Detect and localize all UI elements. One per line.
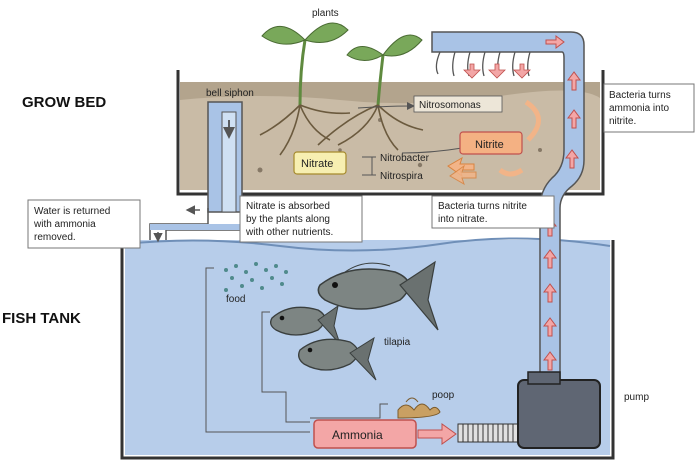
nitrate-label: Nitrate (301, 158, 333, 170)
tilapia-middle (270, 304, 341, 345)
nitrite-label: Nitrite (475, 139, 504, 151)
ammonia-box (313, 419, 417, 449)
tilapia-label: tilapia (384, 337, 411, 348)
bacteria-nitrite-callout-box (431, 195, 555, 229)
sprinkler-arrows (463, 63, 531, 79)
pump (517, 371, 601, 449)
nitrite-box (459, 131, 523, 155)
poop-label: poop (432, 390, 455, 401)
nitrate-absorbed-callout-box (239, 195, 363, 243)
nitrite-to-nitrate-arrow (447, 156, 477, 186)
pump-intake (457, 423, 521, 443)
ammonia-to-pump-arrow (417, 423, 457, 445)
nitrosomonas-tag (413, 95, 503, 113)
nitrosomonas-label: Nitrosomonas (419, 100, 481, 111)
plants-label: plants (312, 8, 339, 19)
return-pipe (149, 101, 243, 243)
plant-right (317, 34, 424, 151)
bacteria-nitrite-text: Bacteria turns nitrite into nitrate. (438, 201, 530, 225)
plant-left (259, 22, 351, 156)
nitrobacter-label: Nitrobacter (380, 153, 430, 164)
nitrospira-label: Nitrospira (380, 171, 423, 182)
bacteria-ammonia-text: Bacteria turns ammonia into nitrite. (609, 90, 673, 127)
water-returned-text: Water is returned with ammonia removed. (33, 206, 113, 243)
nitrate-box (293, 151, 347, 175)
poop-pile (397, 397, 441, 419)
ammonia-label: Ammonia (332, 428, 383, 442)
nitrate-absorbed-text: Nitrate is absorbed by the plants along … (245, 201, 333, 238)
fish-tank-heading: FISH TANK (2, 310, 81, 327)
tilapia-large (317, 260, 439, 331)
bacteria-ammonia-callout-box (603, 83, 695, 133)
grow-bed (176, 70, 605, 196)
grow-bed-heading: GROW BED (22, 94, 106, 111)
source-brackets (205, 267, 388, 433)
bell-siphon-label: bell siphon (206, 88, 254, 99)
water-returned-callout-box (27, 199, 141, 249)
food-pellets (224, 262, 288, 292)
pump-pipe (431, 31, 585, 381)
pump-label: pump (624, 392, 649, 403)
nitrite-loop-arrow (498, 99, 541, 177)
tilapia-lower (298, 336, 377, 381)
food-label: food (226, 294, 245, 305)
